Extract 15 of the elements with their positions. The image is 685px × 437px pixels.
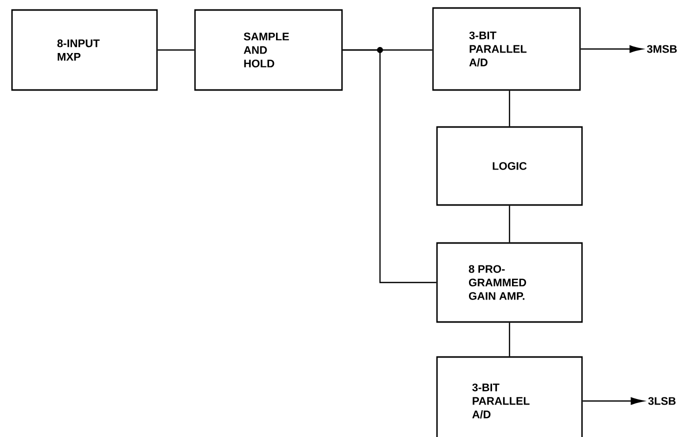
- block-box: LOGIC: [436, 126, 583, 206]
- connector-line: [342, 49, 436, 284]
- connector-line: [582, 397, 644, 405]
- output-label: 3LSB: [648, 397, 676, 405]
- block-box: SAMPLE AND HOLD: [194, 9, 343, 91]
- connector-line: [508, 90, 510, 126]
- block-box: 3-BIT PARALLEL A/D: [432, 7, 581, 91]
- connector-line: [580, 45, 642, 53]
- connector-line: [158, 49, 194, 51]
- connector-line: [508, 206, 510, 242]
- output-label: 3MSB: [646, 45, 677, 53]
- block-box: 8-INPUT MXP: [11, 9, 158, 91]
- block-box: 8 PRO- GRAMMED GAIN AMP.: [436, 242, 583, 323]
- block-box: 3-BIT PARALLEL A/D: [436, 356, 583, 437]
- connector-line: [508, 322, 510, 356]
